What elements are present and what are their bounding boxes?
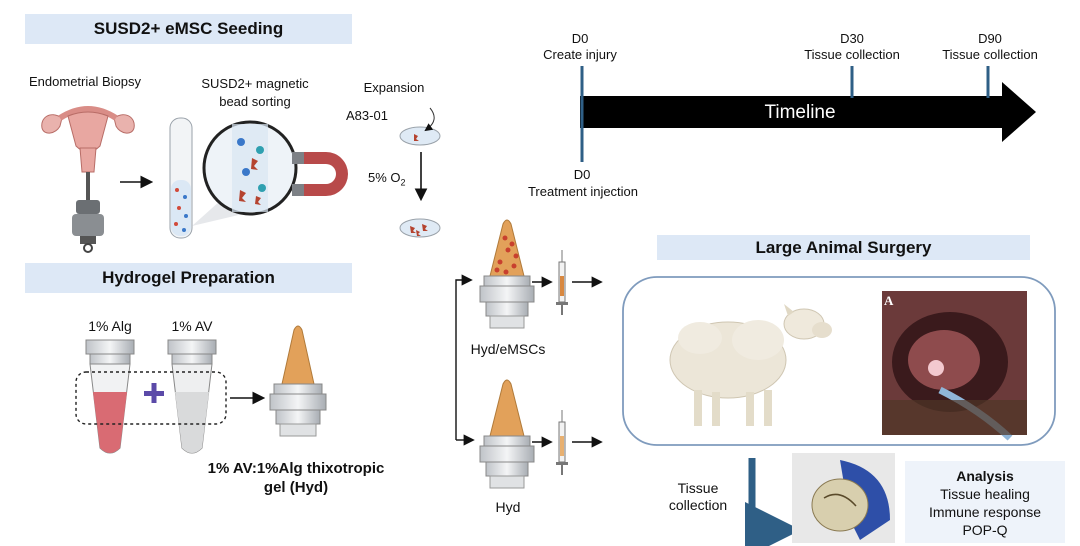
- sheep-icon: [669, 304, 832, 426]
- mix-box: [75, 371, 227, 425]
- seeding-header: SUSD2+ eMSC Seeding: [25, 14, 352, 44]
- d30-event: Tissue collection: [804, 47, 900, 62]
- uterus-icon: [41, 106, 135, 173]
- a83-label: A83-01: [346, 108, 388, 123]
- analysis-item-immune: Immune response: [928, 504, 1042, 520]
- analysis-item-popq: POP-Q: [962, 522, 1008, 538]
- d0-top-day: D0: [571, 31, 589, 46]
- hydrogel-header: Hydrogel Preparation: [25, 263, 352, 293]
- tissue-collection-label-2: collection: [668, 497, 728, 513]
- hyd-emscs-label: Hyd/eMSCs: [470, 341, 546, 357]
- tissue-collection-arrow: [745, 458, 801, 546]
- tissue-photo: [792, 453, 895, 543]
- surgery-photo: [882, 291, 1027, 441]
- o2-subscript: 2: [400, 177, 406, 188]
- timeline-arrow: [580, 82, 1036, 142]
- analysis-box: Analysis Tissue healing Immune response …: [905, 461, 1065, 543]
- o2-label-text: 5% O: [368, 170, 401, 185]
- analysis-title: Analysis: [956, 468, 1014, 484]
- sorting-label-1: SUSD2+ magnetic: [201, 76, 309, 91]
- d90-day: D90: [978, 31, 1002, 46]
- av-tube-icon: [167, 339, 217, 454]
- culture-dish-bottom-icon: [399, 218, 441, 238]
- analysis-item-healing: Tissue healing: [940, 486, 1030, 502]
- tissue-collection-label-1: Tissue: [677, 480, 719, 496]
- o2-label: 5% O2: [368, 170, 414, 191]
- magnet-icon: [292, 152, 348, 196]
- hyd-tube-icon: [269, 325, 327, 437]
- gel-label-2: gel (Hyd): [263, 479, 329, 496]
- alg-label: 1% Alg: [88, 318, 132, 334]
- biopsy-label: Endometrial Biopsy: [29, 74, 141, 89]
- hyd-emscs-tube-icon: [479, 219, 535, 329]
- hyd-label: Hyd: [495, 499, 521, 515]
- sorting-label-2: bead sorting: [219, 94, 291, 109]
- gel-label-1: 1% AV:1%Alg thixotropic: [207, 460, 385, 477]
- d30-day: D30: [840, 31, 864, 46]
- expansion-label: Expansion: [363, 80, 425, 95]
- photo-letter: A: [884, 293, 894, 308]
- syringe-hyd-icon: [556, 410, 568, 475]
- plus-icon: [144, 383, 164, 403]
- culture-dish-top-icon: [399, 126, 441, 146]
- hyd-only-tube-icon: [479, 379, 535, 489]
- syringe-emscs-icon: [556, 250, 568, 315]
- biopsy-pipette-icon: [72, 172, 104, 253]
- alg-tube-icon: [85, 339, 135, 454]
- av-label: 1% AV: [171, 318, 213, 334]
- test-tube-icon: [169, 117, 193, 239]
- d90-event: Tissue collection: [942, 47, 1038, 62]
- d0-bottom-event: Treatment injection: [527, 184, 639, 199]
- d0-top-event: Create injury: [543, 47, 617, 62]
- magnified-view-icon: [202, 120, 298, 216]
- surgery-header: Large Animal Surgery: [657, 235, 1030, 260]
- d0-bottom-day: D0: [573, 167, 591, 182]
- timeline-title: Timeline: [764, 102, 836, 123]
